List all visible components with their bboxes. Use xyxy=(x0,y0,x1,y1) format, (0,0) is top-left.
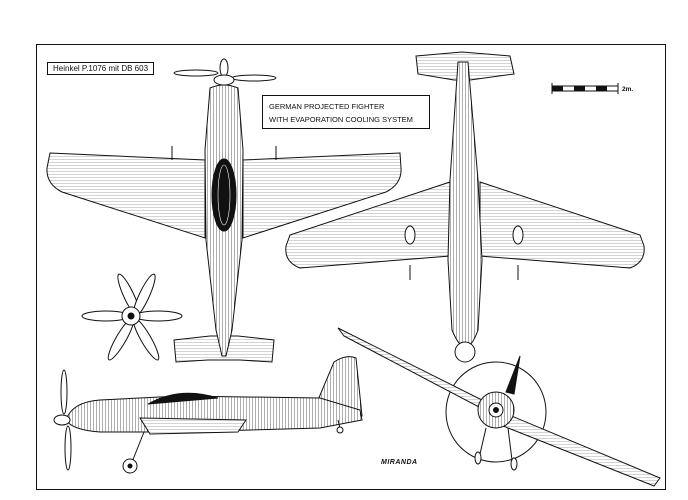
bottom-view xyxy=(285,51,645,363)
caption-line-2: WITH EVAPORATION COOLING SYSTEM xyxy=(269,115,413,124)
scale-bar xyxy=(551,83,619,94)
drawing-title: Heinkel P.1076 mit DB 603 xyxy=(47,62,155,75)
caption-line-1: GERMAN PROJECTED FIGHTER xyxy=(269,102,385,111)
artist-signature: MIRANDA xyxy=(381,459,418,466)
propeller-front-view xyxy=(81,273,183,361)
front-view xyxy=(337,327,661,487)
drawing-border xyxy=(36,44,666,490)
top-view xyxy=(46,58,402,363)
side-view xyxy=(53,356,363,474)
caption-box: GERMAN PROJECTED FIGHTER WITH EVAPORATIO… xyxy=(262,95,430,129)
scale-label: 2m. xyxy=(622,86,634,93)
